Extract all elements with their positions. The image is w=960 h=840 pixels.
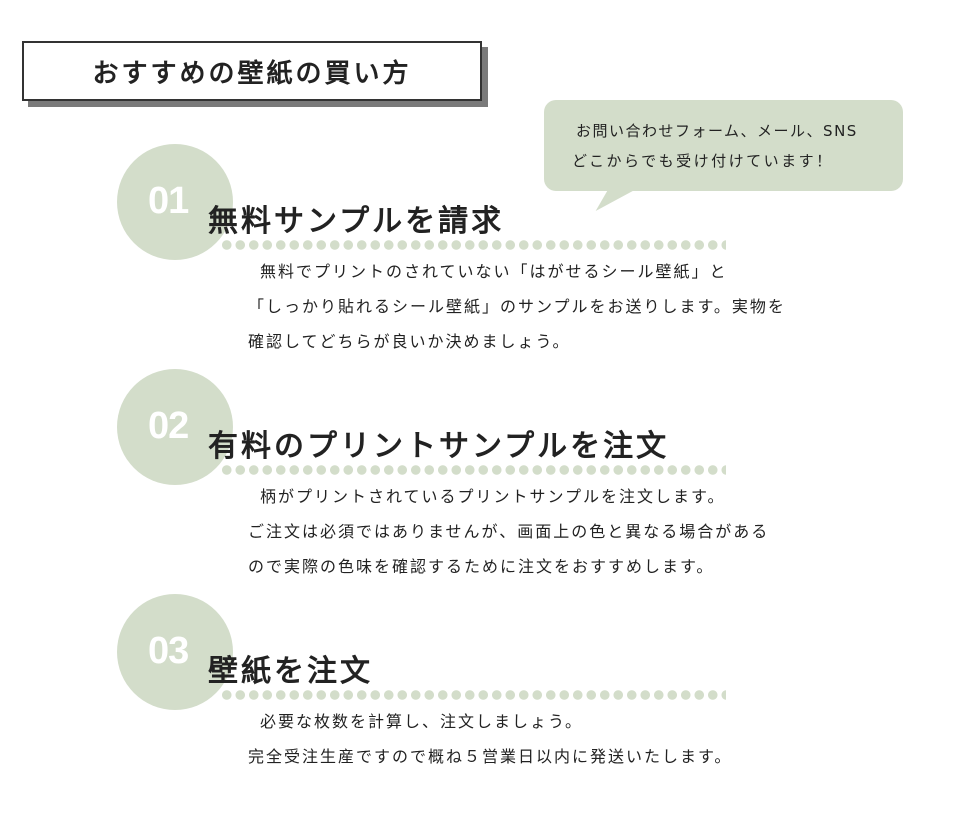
step-body-line: 確認してどちらが良いか決めましょう。 xyxy=(248,332,571,351)
dotted-divider xyxy=(220,465,726,475)
step-body-line: 完全受注生産ですので概ね５営業日以内に発送いたします。 xyxy=(248,747,733,766)
bubble-line-1: お問い合わせフォーム、メール、SNS xyxy=(576,122,858,140)
dotted-divider xyxy=(220,240,726,250)
dotted-divider xyxy=(220,690,726,700)
page-title: おすすめの壁紙の買い方 xyxy=(92,58,412,89)
step-body: 無料でプリントのされていない「はがせるシール壁紙」と 「しっかり貼れるシール壁紙… xyxy=(248,254,786,359)
step-body: 柄がプリントされているプリントサンプルを注文します。 ご注文は必須ではありません… xyxy=(248,479,769,584)
step-body: 必要な枚数を計算し、注文しましょう。 完全受注生産ですので概ね５営業日以内に発送… xyxy=(248,704,732,774)
step-body-line: ご注文は必須ではありませんが、画面上の色と異なる場合がある xyxy=(248,522,770,541)
bubble-line-2: どこからでも受け付けています！ xyxy=(572,152,834,170)
step-number: 01 xyxy=(148,180,189,222)
step-body-line: ので実際の色味を確認するために注文をおすすめします。 xyxy=(248,557,715,576)
step-heading: 無料サンプルを請求 xyxy=(208,204,505,239)
step-body-line: 柄がプリントされているプリントサンプルを注文します。 xyxy=(260,487,726,506)
speech-bubble: お問い合わせフォーム、メール、SNS どこからでも受け付けています！ xyxy=(544,100,903,191)
step-heading: 有料のプリントサンプルを注文 xyxy=(208,429,670,464)
step-body-line: 必要な枚数を計算し、注文しましょう。 xyxy=(260,712,584,731)
page-title-box: おすすめの壁紙の買い方 xyxy=(22,41,482,101)
step-number-circle xyxy=(117,369,233,485)
step-number: 03 xyxy=(148,630,189,672)
step-body-line: 「しっかり貼れるシール壁紙」のサンプルをお送りします。実物を xyxy=(248,297,786,316)
step-number: 02 xyxy=(148,405,189,447)
step-number-circle xyxy=(117,144,233,260)
step-body-line: 無料でプリントのされていない「はがせるシール壁紙」と xyxy=(260,262,728,281)
step-heading: 壁紙を注文 xyxy=(208,654,373,689)
step-number-circle xyxy=(117,594,233,710)
